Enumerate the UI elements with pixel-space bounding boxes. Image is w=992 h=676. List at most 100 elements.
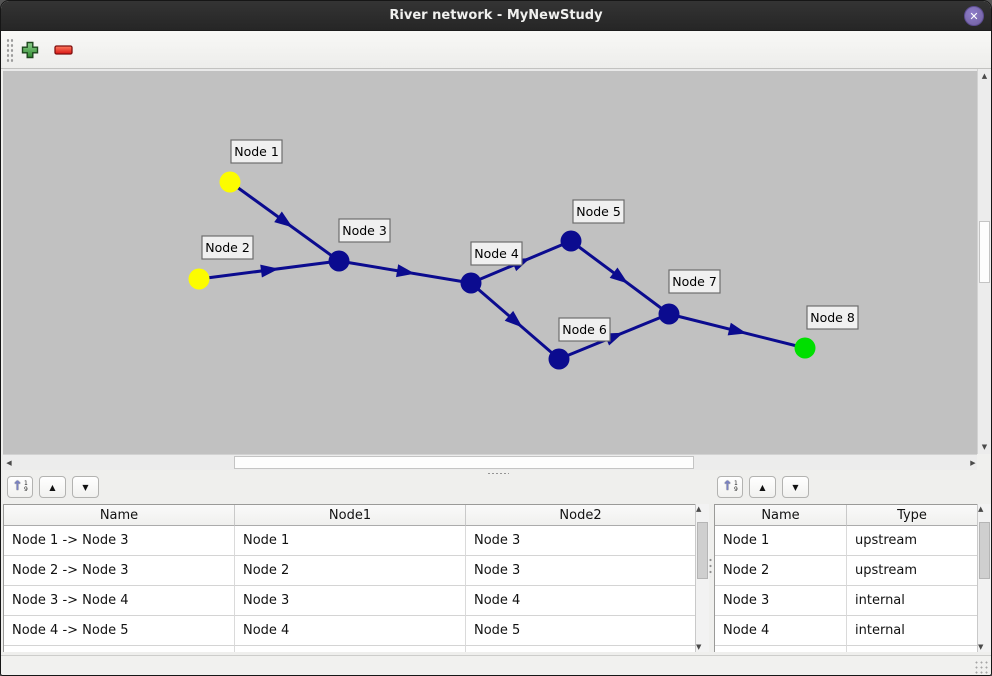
close-button[interactable]: ✕ <box>964 6 984 26</box>
scroll-right-icon[interactable]: ▶ <box>967 455 979 470</box>
node-label[interactable]: Node 6 <box>558 317 611 342</box>
table-cell[interactable]: Node 3 <box>466 526 696 556</box>
toolbar-drag-handle[interactable] <box>6 38 14 62</box>
add-node-button[interactable] <box>16 36 44 64</box>
table-cell[interactable]: Node 1 -> Node 3 <box>4 526 235 556</box>
scroll-left-icon[interactable]: ◀ <box>3 455 15 470</box>
main-toolbar <box>1 31 991 69</box>
nodes-move-up-button[interactable]: ▲ <box>749 476 776 498</box>
scroll-up-icon[interactable]: ▲ <box>696 505 702 513</box>
branches-move-down-button[interactable]: ▼ <box>72 476 99 498</box>
river-network-graph: Node 1 Node 2 Node 3 Node 4 Node 5 Node 6 Node… <box>188 139 859 370</box>
remove-node-button[interactable] <box>49 36 77 64</box>
canvas-vertical-scrollbar[interactable]: ▲ ▼ <box>977 69 991 454</box>
graph-node[interactable] <box>460 272 482 294</box>
nodes-scroll-thumb[interactable] <box>979 522 990 579</box>
sort-num-bottom: 9 <box>24 486 28 493</box>
table-cell[interactable]: Node 2 <box>715 556 847 586</box>
table-cell[interactable]: Node 2 <box>235 556 466 586</box>
table-cell[interactable]: Node 1 <box>715 526 847 556</box>
node-label-text: Node 8 <box>810 310 855 325</box>
node-label[interactable]: Node 5 <box>572 199 625 224</box>
edge-arrow-icon <box>274 211 293 228</box>
node-label[interactable]: Node 3 <box>338 218 391 243</box>
column-header[interactable]: Node1 <box>235 505 466 526</box>
branches-table-scrollbar[interactable]: ▲ ▼ <box>695 504 709 652</box>
table-cell[interactable]: Node 3 <box>235 586 466 616</box>
scroll-down-icon[interactable]: ▼ <box>978 440 991 454</box>
column-header[interactable]: Node2 <box>466 505 696 526</box>
branches-scroll-thumb[interactable] <box>697 522 708 579</box>
table-cell[interactable]: upstream <box>847 556 978 586</box>
node-label-box <box>668 269 721 294</box>
node-label-text: Node 1 <box>234 144 279 159</box>
title-bar[interactable]: River network - MyNewStudy ✕ <box>1 1 991 31</box>
nodes-move-down-button[interactable]: ▼ <box>782 476 809 498</box>
table-cell[interactable]: Node 1 <box>235 526 466 556</box>
graph-node[interactable] <box>188 268 210 290</box>
down-arrow-icon: ▼ <box>82 482 89 492</box>
node-label-box <box>230 139 283 164</box>
sort-ascending-icon: ↑ <box>12 479 24 494</box>
node-label[interactable]: Node 8 <box>806 305 859 330</box>
graph-node[interactable] <box>328 250 350 272</box>
scroll-up-icon[interactable]: ▲ <box>978 505 984 513</box>
scroll-down-icon[interactable]: ▼ <box>978 643 984 651</box>
column-header[interactable]: Name <box>4 505 235 526</box>
table-cell[interactable]: Node 4 <box>466 586 696 616</box>
nodes-table-scrollbar[interactable]: ▲ ▼ <box>977 504 991 652</box>
column-header[interactable]: Type <box>847 505 978 526</box>
table-cell[interactable]: Node 5 <box>466 616 696 646</box>
scroll-up-icon[interactable]: ▲ <box>978 69 991 83</box>
node-label[interactable]: Node 4 <box>470 241 523 266</box>
canvas-hscroll-thumb[interactable] <box>234 456 694 469</box>
canvas-horizontal-scrollbar[interactable]: ◀ ▶ <box>3 454 979 470</box>
table-cell[interactable]: Node 3 <box>466 556 696 586</box>
table-cell[interactable]: Node 3 <box>715 586 847 616</box>
table-cell[interactable]: Node 4 <box>235 616 466 646</box>
table-cell[interactable]: Node 4 <box>715 616 847 646</box>
splitter-handle[interactable] <box>487 472 509 475</box>
horizontal-splitter <box>1 470 991 476</box>
node-label[interactable]: Node 1 <box>230 139 283 164</box>
node-label[interactable]: Node 2 <box>201 235 254 260</box>
sort-num-bottom: 9 <box>734 486 738 493</box>
panel-divider-handle[interactable] <box>708 557 713 577</box>
window-title: River network - MyNewStudy <box>389 8 603 23</box>
graph-node[interactable] <box>560 230 582 252</box>
river-network-canvas[interactable]: Node 1 Node 2 Node 3 Node 4 Node 5 Node 6 Node… <box>3 69 979 454</box>
table-cell[interactable]: Node 4 -> Node 5 <box>4 616 235 646</box>
resize-grip[interactable] <box>974 660 988 674</box>
edge-arrow-icon <box>260 264 279 278</box>
table-cell[interactable]: internal <box>847 616 978 646</box>
canvas-vscroll-thumb[interactable] <box>979 221 990 283</box>
node-label-text: Node 6 <box>562 322 607 337</box>
table-cell[interactable]: Node 3 -> Node 4 <box>4 586 235 616</box>
node-label-text: Node 3 <box>342 223 387 238</box>
table-cell[interactable]: internal <box>847 586 978 616</box>
node-label-box <box>201 235 254 260</box>
node-label[interactable]: Node 7 <box>668 269 721 294</box>
table-cell[interactable]: Node 2 -> Node 3 <box>4 556 235 586</box>
scroll-down-icon[interactable]: ▼ <box>696 643 702 651</box>
graph-node[interactable] <box>219 171 241 193</box>
graph-node[interactable] <box>658 303 680 325</box>
graph-node[interactable] <box>794 337 816 359</box>
column-header[interactable]: Name <box>715 505 847 526</box>
node-label-text: Node 4 <box>474 246 519 261</box>
table-cell[interactable]: upstream <box>847 526 978 556</box>
graph-node[interactable] <box>548 348 570 370</box>
branches-move-up-button[interactable]: ▲ <box>39 476 66 498</box>
